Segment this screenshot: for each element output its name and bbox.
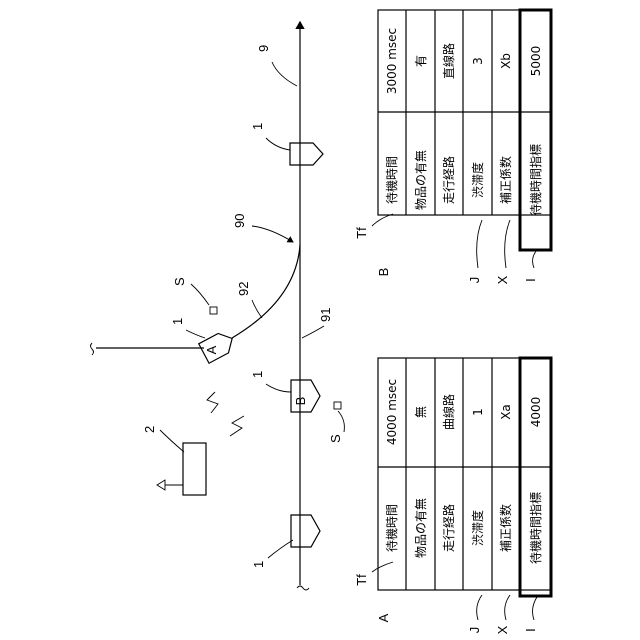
vehicle-a-leader bbox=[186, 330, 205, 338]
table-a-row-name: 待機時間 bbox=[384, 504, 399, 552]
table-b-j-leader bbox=[477, 220, 482, 268]
route-lower-ref: 91 bbox=[318, 308, 333, 322]
route-main-leader bbox=[272, 62, 297, 86]
table-a-row-name: 渋滞度 bbox=[470, 510, 485, 546]
vehicle-right-leader bbox=[266, 138, 290, 150]
wireless-signal-icon bbox=[207, 392, 218, 413]
table-b-row-name: 待機時間指標 bbox=[528, 144, 543, 216]
sensor-upper-icon bbox=[210, 307, 217, 314]
vehicle-b-letter: B bbox=[293, 397, 308, 406]
controller-ref-label: 2 bbox=[142, 426, 157, 433]
table-b-row-name: 渋滞度 bbox=[470, 162, 485, 198]
curve-leader bbox=[252, 300, 262, 318]
table-b-row-value: 有 bbox=[414, 55, 428, 67]
route-break-mark bbox=[297, 586, 309, 590]
vehicle-left-ref: 1 bbox=[251, 561, 266, 568]
vehicle-a-letter: A bbox=[204, 345, 219, 354]
table-a-tf-leader bbox=[372, 562, 393, 572]
table-a-x-leader bbox=[505, 595, 510, 620]
table-a-row-name: 物品の有無 bbox=[413, 498, 428, 558]
table-b-j-label: J bbox=[467, 277, 482, 284]
branch-break-mark bbox=[91, 343, 94, 355]
table-b-tf-label: Tf bbox=[354, 227, 369, 239]
sensor-lower-label: S bbox=[328, 434, 343, 443]
vehicle-a-ref: 1 bbox=[170, 318, 185, 325]
table-a-row-value: 1 bbox=[471, 408, 485, 416]
table-b-row-value: 直線路 bbox=[441, 43, 456, 79]
vehicle-right-icon bbox=[290, 143, 323, 165]
table-a-row-value: 無 bbox=[413, 406, 428, 418]
vehicle-right-ref: 1 bbox=[250, 123, 265, 130]
vehicle-b-ref: 1 bbox=[250, 371, 265, 378]
table-a-i-leader bbox=[533, 597, 537, 620]
antenna-icon bbox=[157, 480, 165, 490]
table-b-i-leader bbox=[533, 250, 537, 268]
table-a-j-label: J bbox=[467, 627, 482, 634]
controller-leader bbox=[160, 430, 184, 452]
curve-branch-leader bbox=[252, 226, 293, 242]
table-b-row-value: 3 bbox=[471, 57, 485, 65]
curve-ref: 92 bbox=[236, 282, 251, 296]
table-a-j-leader bbox=[477, 595, 482, 620]
curve-branch-ref: 90 bbox=[232, 214, 247, 228]
route-lower-leader bbox=[302, 326, 324, 338]
table-b-x-label: X bbox=[495, 275, 510, 284]
route-main-ref: 9 bbox=[256, 45, 271, 52]
vehicle-left-leader bbox=[268, 540, 293, 558]
table-a-row-name: 走行経路 bbox=[441, 504, 456, 552]
sensor-upper-label: S bbox=[172, 277, 187, 286]
table-b-row-name: 待機時間 bbox=[384, 156, 399, 204]
table-b-i-label: I bbox=[523, 278, 538, 282]
table-b-tag: B bbox=[376, 268, 391, 277]
table-a: 待機時間 物品の有無 走行経路 渋滞度 補正係数 待機時間指標 4000 mse… bbox=[354, 358, 551, 634]
table-b-row-name: 補正係数 bbox=[498, 156, 513, 204]
table-a-row-value: 4000 bbox=[529, 397, 543, 428]
vehicle-b-leader bbox=[266, 384, 291, 392]
vehicle-b-icon bbox=[291, 380, 320, 412]
wireless-signal-icon-2 bbox=[230, 416, 244, 436]
table-b-grid bbox=[378, 10, 551, 250]
table-b-x-leader bbox=[505, 220, 510, 268]
table-a-row-name: 補正係数 bbox=[498, 504, 513, 552]
table-a-x-label: X bbox=[495, 625, 510, 634]
table-a-row-value: Xa bbox=[499, 404, 513, 420]
table-b-row-name: 物品の有無 bbox=[413, 150, 428, 210]
sensor-lower-icon bbox=[334, 402, 341, 409]
table-a-grid bbox=[378, 358, 551, 596]
table-b-row-value: Xb bbox=[499, 53, 513, 69]
table-a-i-label: I bbox=[523, 628, 538, 632]
sensor-lower-leader bbox=[338, 411, 344, 432]
controller-box bbox=[183, 443, 206, 495]
table-a-tf-label: Tf bbox=[354, 574, 369, 586]
table-a-row-value: 4000 msec bbox=[385, 379, 399, 445]
table-b-row-value: 5000 bbox=[529, 46, 543, 77]
table-a-row-value: 曲線路 bbox=[441, 394, 456, 430]
table-a-row-name: 待機時間指標 bbox=[528, 492, 543, 564]
table-b: 待機時間 物品の有無 走行経路 渋滞度 補正係数 待機時間指標 3000 mse… bbox=[354, 10, 551, 284]
table-b-row-value: 3000 msec bbox=[385, 28, 399, 94]
table-a-tag: A bbox=[376, 613, 391, 622]
vehicle-left-icon bbox=[291, 515, 320, 547]
sensor-upper-leader bbox=[191, 284, 209, 305]
table-b-row-name: 走行経路 bbox=[441, 156, 456, 204]
table-b-tf-leader bbox=[372, 214, 393, 226]
